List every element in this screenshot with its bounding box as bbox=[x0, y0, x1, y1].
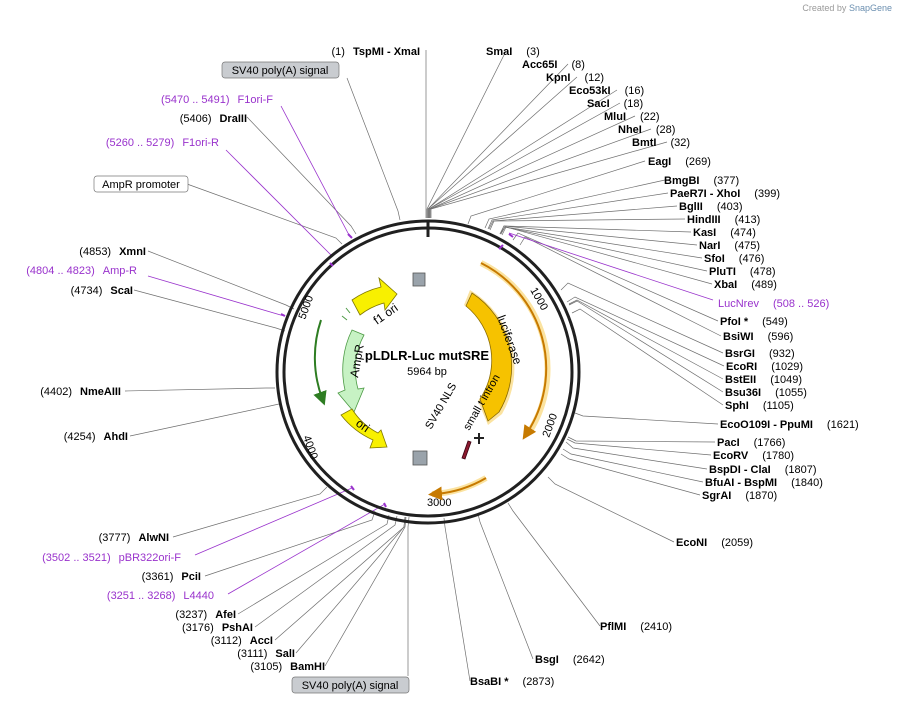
ori-feature bbox=[340, 408, 388, 449]
site-label[interactable]: SphI(1105) bbox=[725, 400, 794, 412]
site-label[interactable]: SgrAI(1870) bbox=[702, 490, 777, 502]
small-t-intron-feature bbox=[461, 440, 472, 460]
site-label[interactable]: HindIII(413) bbox=[687, 214, 760, 226]
tick-3000: 3000 bbox=[427, 497, 451, 509]
site-label[interactable]: (3111)SalI bbox=[237, 648, 295, 660]
site-label[interactable]: XbaI(489) bbox=[714, 279, 777, 291]
box-sv40-top-label: SV40 poly(A) signal bbox=[232, 65, 329, 77]
site-label[interactable]: KpnI(12) bbox=[546, 72, 604, 84]
primer-label[interactable]: (4804 .. 4823)Amp-R bbox=[26, 265, 137, 277]
credit-prefix: Created by bbox=[802, 3, 847, 13]
primer-label[interactable]: (5260 .. 5279)F1ori-R bbox=[106, 137, 219, 149]
site-label[interactable]: EagI(269) bbox=[648, 156, 711, 168]
site-label[interactable]: BstEII(1049) bbox=[725, 374, 802, 386]
ampr-label: AmpR bbox=[347, 343, 367, 379]
box-ampr-promoter-label: AmpR promoter bbox=[102, 179, 180, 191]
ampr-feature bbox=[337, 329, 365, 413]
site-label[interactable]: (4402)NmeAIII bbox=[40, 386, 121, 398]
site-label[interactable]: SmaI(3) bbox=[486, 46, 540, 58]
backbone bbox=[275, 219, 581, 525]
site-label[interactable]: BglII(403) bbox=[679, 201, 743, 213]
primer-leader-lines bbox=[147, 105, 714, 595]
site-label[interactable]: BsrGI(932) bbox=[725, 348, 795, 360]
site-label[interactable]: (3777)AlwNI bbox=[99, 532, 169, 544]
site-label[interactable]: SfoI(476) bbox=[704, 253, 764, 265]
f1-ori-feature bbox=[351, 276, 398, 316]
primer-ticks bbox=[280, 233, 514, 508]
leader-lines bbox=[124, 50, 725, 682]
sv40-polya-bottom bbox=[412, 450, 428, 466]
site-label[interactable]: (1)TspMI - XmaI bbox=[332, 46, 420, 58]
box-sv40-bottom-label: SV40 poly(A) signal bbox=[302, 680, 399, 692]
sv40-polya-top bbox=[412, 272, 426, 287]
sites-right: SmaI(3) Acc65I(8) KpnI(12) Eco53kI(16) S… bbox=[470, 46, 859, 688]
site-label[interactable]: (4853)XmnI bbox=[79, 246, 146, 258]
site-label[interactable]: EcoRV(1780) bbox=[713, 450, 794, 462]
site-label[interactable]: PaeR7I - XhoI(399) bbox=[670, 188, 780, 200]
snapgene-credit: Created by SnapGene bbox=[802, 3, 892, 13]
site-label[interactable]: PfoI *(549) bbox=[720, 316, 788, 328]
luciferase-feature bbox=[465, 292, 513, 422]
credit-brand[interactable]: SnapGene bbox=[848, 3, 892, 13]
site-label[interactable]: (3105)BamHI bbox=[250, 661, 325, 673]
site-label[interactable]: (4254)AhdI bbox=[64, 431, 128, 443]
site-label[interactable]: (4734)ScaI bbox=[71, 285, 133, 297]
site-label[interactable]: BmgBI(377) bbox=[664, 175, 739, 187]
site-label[interactable]: BspDI - ClaI(1807) bbox=[709, 464, 817, 476]
site-label[interactable]: NheI(28) bbox=[618, 124, 675, 136]
site-label[interactable]: BmtI(32) bbox=[632, 137, 690, 149]
tick-labels: 1000 2000 3000 4000 5000 bbox=[297, 286, 561, 510]
site-label[interactable]: BsaBI *(2873) bbox=[470, 676, 554, 688]
primer-label[interactable]: (5470 .. 5491)F1ori-F bbox=[161, 94, 273, 106]
site-label[interactable]: PluTI(478) bbox=[709, 266, 776, 278]
plasmid-name: pLDLR-Luc mutSRE bbox=[365, 348, 490, 363]
box-sv40-top[interactable]: SV40 poly(A) signal bbox=[221, 61, 340, 79]
plasmid-length: 5964 bp bbox=[407, 366, 447, 378]
site-label[interactable]: (3112)AccI bbox=[211, 635, 273, 647]
primer-label[interactable]: (3251 .. 3268)L4440 bbox=[107, 590, 214, 602]
primer-label[interactable]: LucNrev(508 .. 526) bbox=[718, 298, 829, 310]
site-label[interactable]: BsgI(2642) bbox=[535, 654, 605, 666]
site-label[interactable]: Acc65I(8) bbox=[522, 59, 585, 71]
primer-label[interactable]: (3502 .. 3521)pBR322ori-F bbox=[42, 552, 181, 564]
box-ampr-promoter[interactable]: AmpR promoter bbox=[93, 175, 189, 193]
site-label[interactable]: Eco53kI(16) bbox=[569, 85, 644, 97]
site-label[interactable]: (3176)PshAI bbox=[182, 622, 253, 634]
site-label[interactable]: MluI(22) bbox=[604, 111, 660, 123]
sv40-nls-label: SV40 NLS bbox=[423, 381, 459, 431]
sv40-nls-feature bbox=[474, 433, 484, 444]
box-sv40-bottom[interactable]: SV40 poly(A) signal bbox=[291, 676, 410, 694]
site-label[interactable]: (3237)AfeI bbox=[175, 609, 236, 621]
site-label[interactable]: PacI(1766) bbox=[717, 437, 785, 449]
primers: (5470 .. 5491)F1ori-F (5260 .. 5279)F1or… bbox=[26, 94, 829, 602]
site-label[interactable]: EcoO109I - PpuMI(1621) bbox=[720, 419, 859, 431]
site-label[interactable]: EcoNI(2059) bbox=[676, 537, 753, 549]
sites-left: (1)TspMI - XmaI (5406)DraIII (4853)XmnI … bbox=[40, 46, 420, 673]
site-label[interactable]: (3361)PciI bbox=[142, 571, 201, 583]
site-label[interactable]: BfuAI - BspMI(1840) bbox=[705, 477, 823, 489]
tick-5000: 5000 bbox=[297, 294, 317, 321]
site-label[interactable]: EcoRI(1029) bbox=[726, 361, 803, 373]
site-label[interactable]: KasI(474) bbox=[693, 227, 756, 239]
ori-label: ori bbox=[353, 416, 372, 435]
site-label[interactable]: BsiWI(596) bbox=[723, 331, 793, 343]
site-label[interactable]: SacI(18) bbox=[587, 98, 643, 110]
site-label[interactable]: PflMI(2410) bbox=[600, 621, 672, 633]
site-label[interactable]: (5406)DraIII bbox=[180, 113, 247, 125]
site-label[interactable]: NarI(475) bbox=[699, 240, 760, 252]
features: luciferase f1 ori AmpR ori SV40 NLS smal… bbox=[313, 260, 551, 501]
site-label[interactable]: Bsu36I(1055) bbox=[725, 387, 807, 399]
